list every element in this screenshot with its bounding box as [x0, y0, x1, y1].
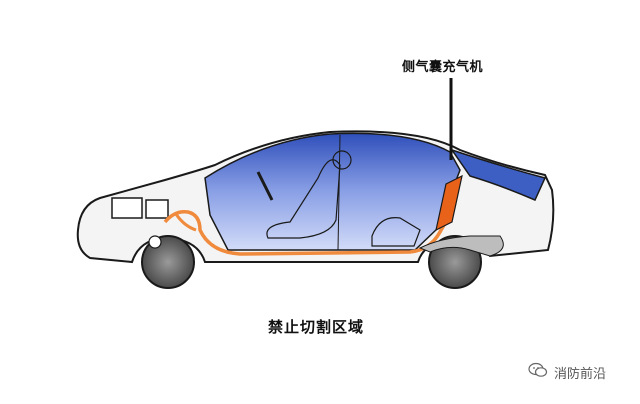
- airbag-inflator: [435, 174, 463, 232]
- airbag-wiring-2: [174, 213, 197, 232]
- b-pillar: [337, 134, 341, 251]
- watermark: 消防前沿: [528, 362, 606, 382]
- wheel-sensor: [148, 235, 162, 249]
- battery: [111, 197, 143, 219]
- watermark-text: 消防前沿: [554, 366, 607, 382]
- no-cut-zone-label: 禁止切割区域: [268, 318, 365, 336]
- cabin-area: [204, 132, 461, 251]
- wechat-chat-icon: [528, 362, 548, 382]
- rear-seat: [371, 217, 421, 247]
- front-seat: [266, 159, 341, 239]
- airbag-inflator-label: 侧气囊充气机: [402, 60, 484, 75]
- engine-component: [145, 199, 169, 219]
- rear-window: [450, 148, 547, 201]
- underbody-shade: [418, 235, 504, 257]
- steering-wheel: [256, 171, 274, 201]
- front-wheel: [141, 235, 195, 289]
- headrest: [332, 150, 352, 170]
